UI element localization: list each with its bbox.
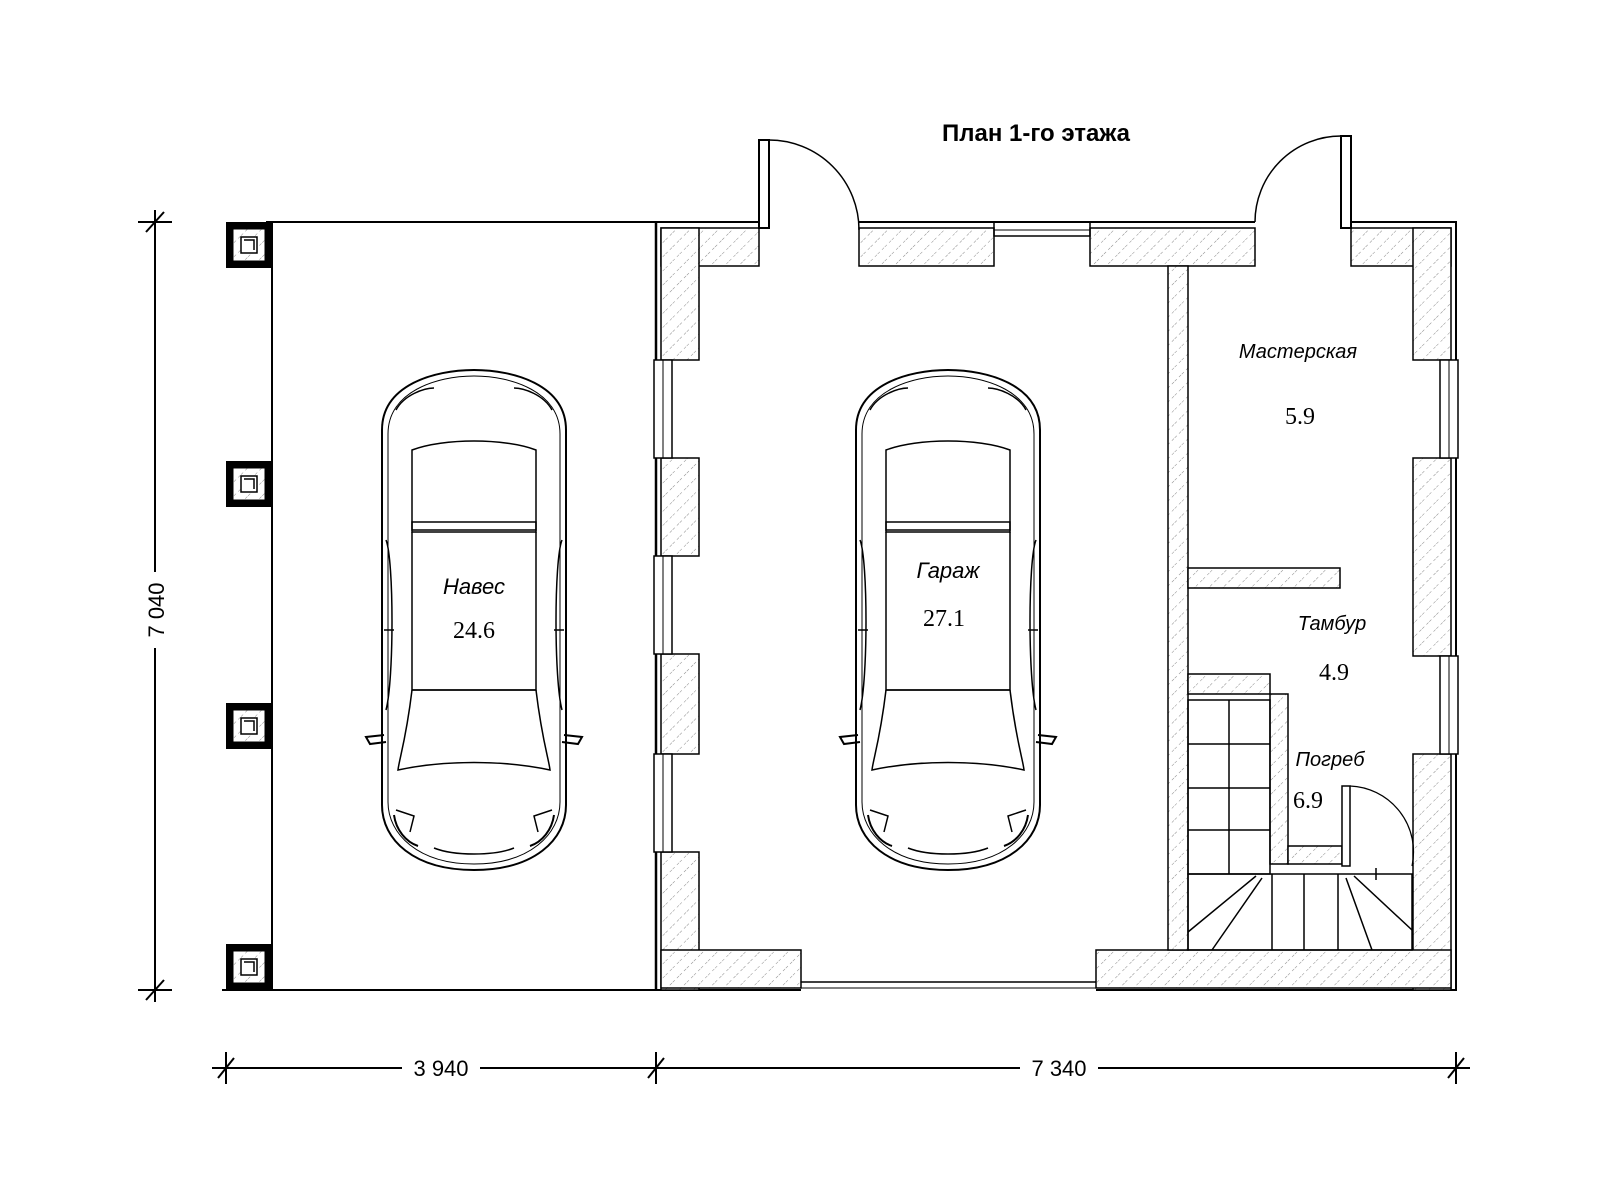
carport-area: [222, 221, 656, 991]
room-workshop: Мастерская 5.9: [1239, 341, 1357, 430]
cellar-door: [1341, 785, 1415, 880]
column-post: [225, 221, 273, 269]
room-area: 27.1: [923, 606, 965, 632]
dimension-width: [212, 1052, 1470, 1084]
room-name: Мастерская: [1239, 341, 1357, 363]
dimension-width-left-label: 3 940: [413, 1056, 468, 1081]
entrance-door-right: [1254, 135, 1352, 229]
dimension-height-label: 7 040: [144, 582, 169, 637]
column-post: [225, 702, 273, 750]
building-walls: [653, 221, 1459, 991]
column-post: [225, 943, 273, 991]
entrance-door-left: [758, 139, 860, 231]
window: [1439, 359, 1459, 459]
plan-title: План 1-го этажа: [942, 120, 1131, 147]
window: [653, 359, 673, 459]
room-area: 5.9: [1285, 404, 1315, 430]
room-cellar: Погреб 6.9: [1293, 749, 1365, 814]
room-name: Погреб: [1296, 749, 1366, 771]
room-area: 6.9: [1293, 788, 1323, 814]
room-name: Гараж: [916, 558, 980, 583]
window: [1439, 655, 1459, 755]
room-naves: Навес 24.6: [443, 574, 505, 644]
room-area: 4.9: [1319, 660, 1349, 686]
column-post: [225, 460, 273, 508]
room-area: 24.6: [453, 618, 495, 644]
room-garage: Гараж 27.1: [916, 558, 980, 632]
staircase: [1187, 699, 1413, 951]
room-name: Тамбур: [1298, 613, 1367, 635]
room-tambur: Тамбур 4.9: [1298, 613, 1367, 686]
dimension-width-right-label: 7 340: [1031, 1056, 1086, 1081]
room-name: Навес: [443, 574, 505, 599]
window: [653, 555, 673, 655]
dimension-height: [138, 210, 172, 1002]
window: [653, 753, 673, 853]
